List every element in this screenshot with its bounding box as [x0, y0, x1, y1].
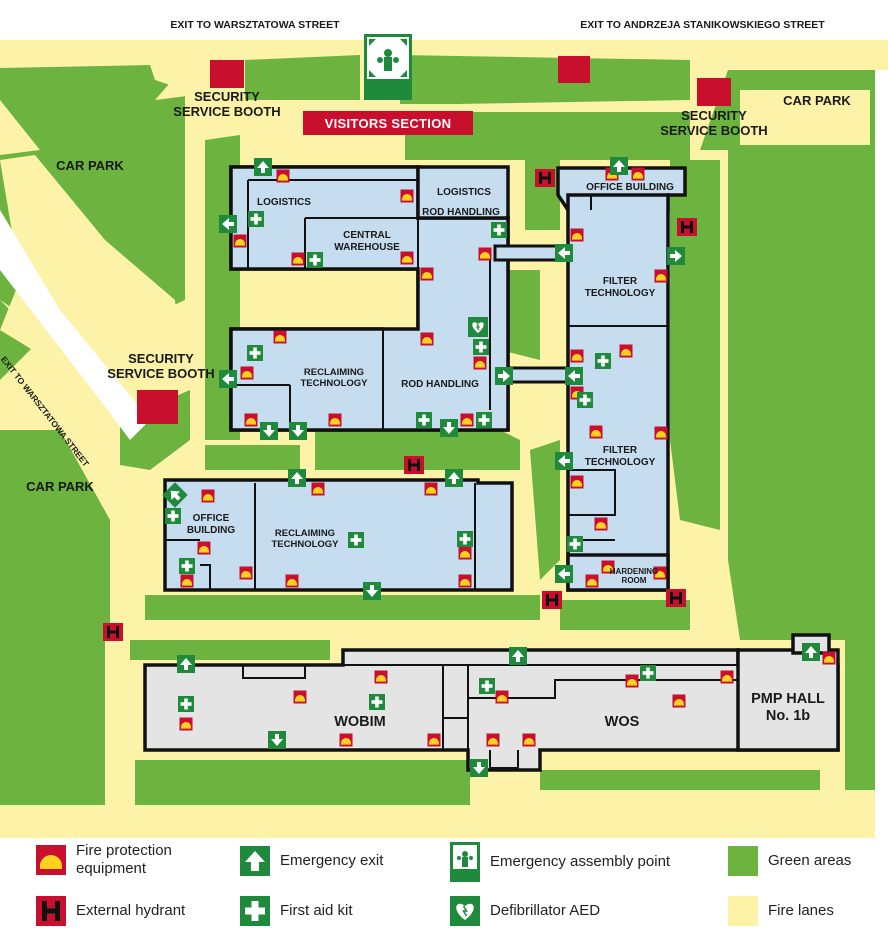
legend-emergency-exit-label: Emergency exit — [280, 852, 384, 869]
car-park-label: CAR PARK — [783, 93, 851, 108]
aed-heart-icon — [450, 896, 480, 926]
building-pmp-hall: PMP HALL No. 1b — [751, 691, 825, 724]
legend-assembly-point: Emergency assembly point — [450, 842, 670, 882]
green-area-swatch — [728, 846, 758, 876]
legend-fire-lanes-label: Fire lanes — [768, 902, 834, 919]
security-booth-label: SECURITY SERVICE BOOTH — [107, 351, 215, 381]
legend-first-aid: First aid kit — [240, 896, 353, 926]
site-map — [0, 34, 888, 838]
building-filter-technology: FILTER TECHNOLOGY — [584, 276, 656, 299]
building-filter-technology: FILTER TECHNOLOGY — [584, 445, 656, 468]
exit-label-stanikowskiego: EXIT TO ANDRZEJA STANIKOWSKIEGO STREET — [580, 19, 825, 31]
building-rod-handling: ROD HANDLING — [422, 207, 500, 218]
legend-fire-protection: Fire protection equipment — [36, 842, 172, 878]
legend-first-aid-label: First aid kit — [280, 902, 353, 919]
building-wos: WOS — [604, 714, 640, 730]
visitors-section-label: VISITORS SECTION — [303, 111, 473, 135]
building-rod-handling: ROD HANDLING — [401, 379, 479, 390]
fire-lane-swatch — [728, 896, 758, 926]
assembly-point-icon — [450, 842, 480, 882]
legend-aed-label: Defibrillator AED — [490, 902, 601, 919]
legend: Fire protection equipment External hydra… — [0, 838, 888, 934]
legend-hydrant: External hydrant — [36, 896, 185, 926]
building-reclaiming-technology: RECLAIMING TECHNOLOGY — [300, 367, 368, 389]
legend-green-areas: Green areas — [728, 846, 851, 876]
arrow-up-icon — [240, 846, 270, 876]
building-office-building: OFFICE BUILDING — [186, 513, 236, 536]
building-logistics: LOGISTICS — [437, 187, 491, 198]
legend-fire-protection-label: Fire protection equipment — [76, 842, 172, 877]
exit-label-warsztatowa: EXIT TO WARSZTATOWA STREET — [170, 19, 340, 31]
hydrant-icon — [36, 896, 66, 926]
car-park-label: CAR PARK — [56, 158, 124, 173]
building-reclaiming-technology: RECLAIMING TECHNOLOGY — [271, 528, 339, 550]
building-logistics: LOGISTICS — [257, 197, 311, 208]
car-park-label: CAR PARK — [26, 479, 94, 494]
legend-emergency-exit: Emergency exit — [240, 846, 383, 876]
legend-aed: Defibrillator AED — [450, 896, 600, 926]
security-booth-label: SECURITY SERVICE BOOTH — [660, 108, 768, 138]
security-booth-label: SECURITY SERVICE BOOTH — [173, 89, 281, 119]
legend-fire-lanes: Fire lanes — [728, 896, 834, 926]
building-hardening-room: HARDENING ROOM — [609, 567, 659, 586]
building-office-building: OFFICE BUILDING — [586, 182, 674, 193]
assembly-point-sign — [364, 34, 412, 100]
legend-assembly-point-label: Emergency assembly point — [490, 853, 671, 870]
first-aid-cross-icon — [240, 896, 270, 926]
legend-hydrant-label: External hydrant — [76, 902, 186, 919]
building-central-warehouse: CENTRAL WAREHOUSE — [334, 230, 400, 253]
fire-extinguisher-icon — [36, 845, 66, 875]
building-wobim: WOBIM — [334, 714, 386, 730]
legend-green-areas-label: Green areas — [768, 852, 852, 869]
